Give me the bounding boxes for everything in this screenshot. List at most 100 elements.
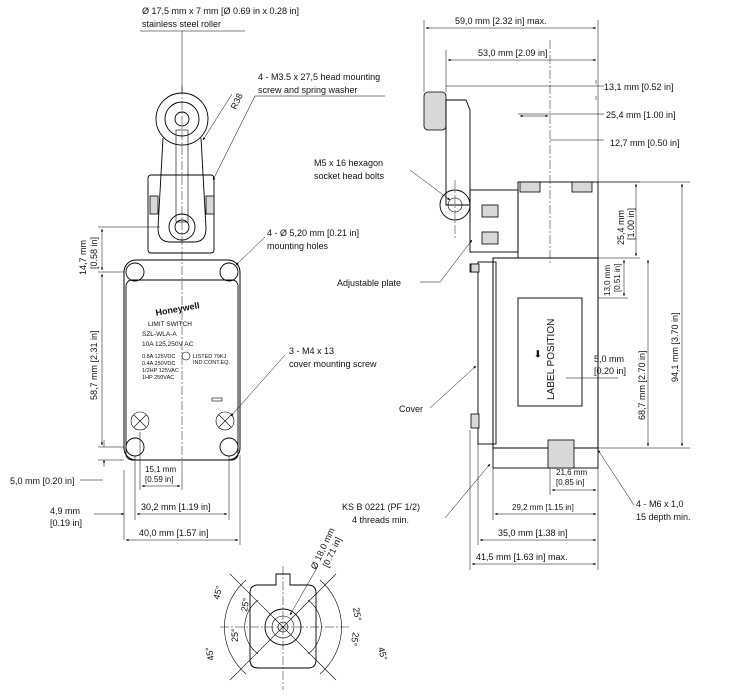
nameplate-spec-1: 0.8A 125VDC	[142, 354, 175, 360]
side-labels: M5 x 16 hexagon socket head bolts Adjust…	[314, 158, 691, 525]
angle-45-bl: 45°	[204, 646, 216, 662]
side-base	[492, 447, 599, 469]
dim-5-0-left: 5,0 mm [0.20 in]	[10, 476, 75, 486]
dim-40-0: 40,0 mm [1.57 in]	[139, 528, 209, 538]
label-head-screws-leader	[213, 95, 385, 180]
dim-41-5: 41,5 mm [1.63 in] max.	[476, 552, 568, 562]
side-head-detail-1	[481, 204, 499, 218]
arc-left-inner	[244, 599, 259, 655]
arc-right-outer	[319, 579, 342, 675]
label-cover-screw-line2: cover mounting screw	[289, 359, 377, 369]
label-position-arrow: ⬅	[533, 350, 544, 358]
dim-4-9: 4,9 mm	[50, 506, 80, 516]
angle-45-tl: 45°	[211, 584, 224, 600]
side-head-detail-2	[481, 231, 499, 245]
side-body	[492, 257, 599, 449]
head-screw-right	[205, 195, 215, 215]
side-lever	[445, 99, 471, 206]
switch-cover	[125, 279, 239, 461]
label-mounting-holes-line2: mounting holes	[267, 241, 329, 251]
dim-14-7-ext	[98, 226, 160, 273]
nameplate-cert-1: LISTED 79KJ	[193, 354, 227, 360]
nameplate-rating: 10A 125,250V AC	[142, 341, 194, 348]
nameplate-spec-4: 1HP 250VAC	[142, 375, 174, 381]
dim-35-0: 35,0 mm [1.38 in]	[498, 528, 568, 538]
side-cover	[477, 261, 497, 445]
label-head-screws-line1: 4 - M3.5 x 27,5 head mounting	[258, 72, 380, 82]
nameplate-cert-2: IND.CONT.EQ.	[193, 360, 230, 366]
side-cover-screw-top	[470, 263, 480, 273]
cover-screw-left	[130, 411, 150, 431]
dim-94-1: 94,1 mm [3.70 in]	[670, 312, 680, 382]
label-roller-leader	[140, 30, 245, 93]
label-position-text: LABEL POSITION	[546, 319, 557, 400]
side-head-cap-1	[519, 181, 541, 193]
angle-rays	[229, 573, 337, 681]
nameplate-model: SZL-WLA-A	[142, 331, 177, 338]
side-view: LABEL POSITION ⬅	[423, 40, 599, 469]
label-roller-line1: Ø 17,5 mm x 7 mm [Ø 0.69 in x 0.28 in]	[142, 6, 299, 16]
nameplate-type: LIMIT SWITCH	[148, 321, 192, 328]
angle-25-br: 25°	[349, 632, 361, 648]
dim-59-0-ext	[423, 20, 599, 182]
dim-5-0-right-in: [0.20 in]	[594, 366, 626, 376]
front-dimensions: 14,7 mm [0.58 in] 58,7 mm [2.31 in] 5,0 …	[10, 226, 241, 545]
side-cover-screw-bottom	[470, 413, 480, 429]
arc-right-inner	[307, 599, 322, 655]
dim-68-7: 68,7 mm [2.70 in]	[637, 350, 647, 420]
side-head-right	[517, 181, 599, 259]
label-adjustable-plate-leader	[420, 239, 473, 283]
label-m6-line2: 15 depth min.	[636, 512, 691, 522]
dim-29-2-ext	[492, 468, 599, 545]
label-roller-line2: stainless steel roller	[142, 19, 221, 29]
dim-21-6: 21,6 mm	[556, 468, 587, 477]
dim-41-5-ext	[469, 430, 599, 570]
dim-14-7-in: [0.58 in]	[89, 237, 99, 269]
dim-15-1-ext	[139, 432, 183, 490]
label-conduit-line1: KS B 0221 (PF 1/2)	[342, 502, 420, 512]
nameplate-slot	[211, 397, 223, 402]
label-cover-screw-line1: 3 - M4 x 13	[289, 346, 334, 356]
arc-left-outer	[224, 579, 247, 675]
label-area	[517, 297, 583, 407]
label-hex-bolts-leader	[409, 169, 451, 201]
bottom-centerlines	[220, 566, 350, 690]
side-conduit	[547, 439, 575, 469]
dim-13-0: 13,0 mm	[603, 265, 612, 296]
mounting-hole-tl	[125, 262, 145, 282]
angle-25-tr: 25°	[351, 607, 363, 623]
angle-25-tl: 25°	[239, 597, 251, 613]
label-cover-leader	[429, 365, 477, 409]
front-view: Honeywell LIMIT SWITCH SZL-WLA-A 10A 125…	[123, 86, 241, 470]
head-screw-left	[149, 195, 159, 215]
dim-30-2: 30,2 mm [1.19 in]	[141, 502, 211, 512]
side-dimensions: 59,0 mm [2.32 in] max. 53,0 mm [2.09 in]…	[423, 16, 690, 570]
dim-18-0-leader	[289, 565, 319, 616]
label-mounting-holes-line1: 4 - Ø 5,20 mm [0.21 in]	[267, 228, 359, 238]
side-head-cap-2	[571, 181, 593, 193]
nameplate-spec-3: 1/2HP 125VAC	[142, 368, 179, 374]
label-head-screws-line2: screw and spring washer	[258, 85, 358, 95]
label-cover: Cover	[399, 404, 423, 414]
dim-59-0: 59,0 mm [2.32 in] max.	[455, 16, 547, 26]
label-radius-leader	[202, 93, 233, 141]
dim-29-2: 29,2 mm [1.15 in]	[512, 503, 574, 512]
bottom-body	[249, 573, 317, 669]
label-conduit-line2: 4 threads min.	[352, 515, 409, 525]
bottom-view: 45° 45° 45° 25° 25° 25° 25° Ø 18,0 mm [0…	[204, 526, 389, 690]
dim-5-0-right: 5,0 mm	[594, 354, 624, 364]
dim-14-7: 14,7 mm	[78, 240, 88, 275]
cover-screw-right-cross	[218, 414, 232, 428]
dim-12-7: 12,7 mm [0.50 in]	[610, 138, 680, 148]
angle-45-br: 45°	[376, 646, 389, 662]
cover-screw-right	[215, 411, 235, 431]
dim-4-9-ext	[123, 456, 136, 540]
dim-58-7: 58,7 mm [2.31 in]	[89, 330, 99, 400]
dim-13-0-in: [0.51 in]	[613, 264, 622, 292]
label-radius: R38	[229, 92, 245, 111]
front-labels: Ø 17,5 mm x 7 mm [Ø 0.69 in x 0.28 in] s…	[140, 6, 385, 417]
label-hex-bolts-line2: socket head bolts	[314, 171, 385, 181]
dim-53-0: 53,0 mm [2.09 in]	[478, 48, 548, 58]
dim-25-4h: 25,4 mm [1.00 in]	[606, 110, 676, 120]
